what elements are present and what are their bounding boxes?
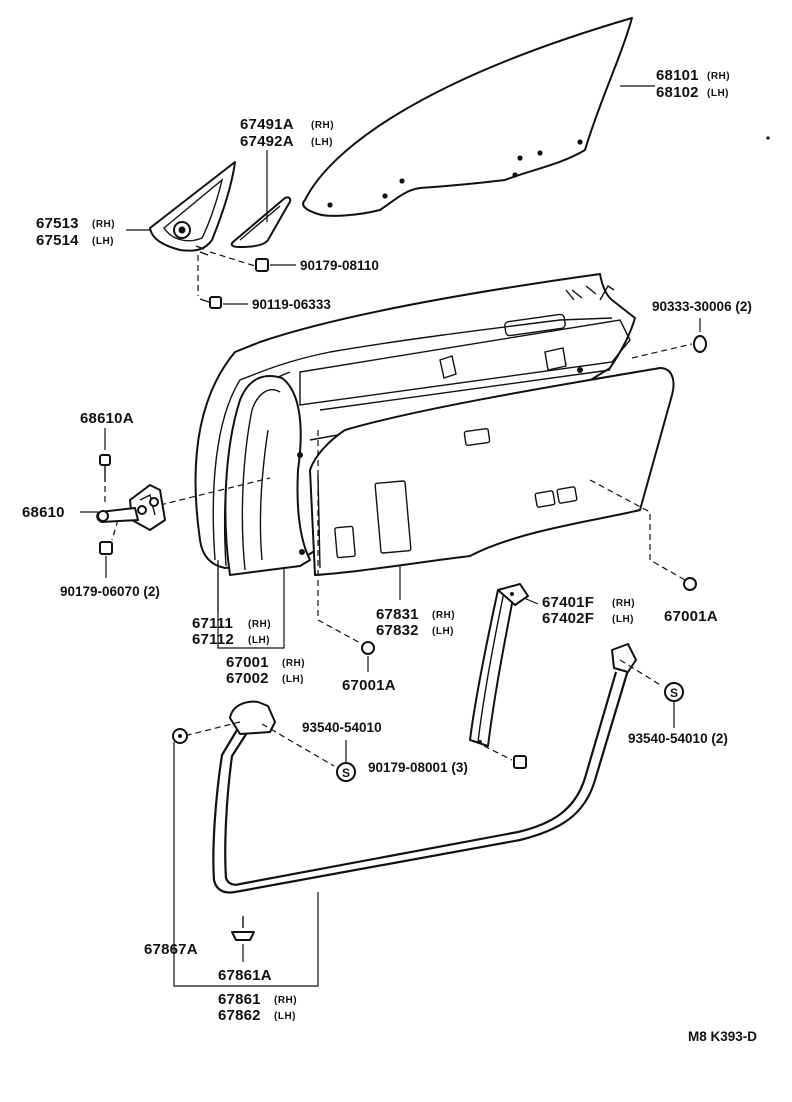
label-67861-side: (RH)	[274, 995, 297, 1006]
label-67002-side: (LH)	[282, 674, 304, 685]
label-67402f: 67402F	[542, 610, 594, 627]
label-67861: 67861	[218, 991, 261, 1008]
footer-code: M8 K393-D	[688, 1029, 757, 1044]
bolt-90179-08001	[483, 745, 527, 769]
label-67491a-side: (RH)	[311, 120, 334, 131]
retainer-67861a	[231, 916, 255, 941]
clip-67001a-left	[361, 641, 375, 655]
label-93540-54010-right: 93540-54010 (2)	[628, 731, 728, 746]
label-67401f-side: (RH)	[612, 598, 635, 609]
label-67001a-right: 67001A	[664, 608, 718, 625]
nut-90179-08110	[209, 251, 296, 272]
label-67513-side: (RH)	[92, 219, 115, 230]
clip-67867a	[172, 728, 188, 744]
nut-90179-06070	[99, 519, 119, 578]
seal-s-marker-left: S	[336, 762, 356, 782]
leader-hinge-door	[159, 477, 271, 506]
label-67401f: 67401F	[542, 594, 594, 611]
label-67111-side: (RH)	[248, 619, 271, 630]
label-67867a: 67867A	[144, 941, 198, 958]
label-67111: 67111	[192, 615, 233, 632]
bolt-90119-06333	[197, 255, 248, 309]
label-90179-08001: 90179-08001 (3)	[368, 760, 468, 775]
label-68610: 68610	[22, 504, 65, 521]
seal-s-label-left: S	[342, 766, 350, 780]
label-67832-side: (LH)	[432, 626, 454, 637]
label-67492a: 67492A	[240, 133, 294, 150]
leader-67001a-left	[317, 430, 363, 645]
label-67862: 67862	[218, 1007, 261, 1024]
label-67001a-left: 67001A	[342, 677, 396, 694]
label-67832: 67832	[376, 622, 419, 639]
label-68101: 68101	[656, 67, 699, 84]
glass-run-channel	[469, 583, 529, 747]
plug-90333	[693, 335, 707, 353]
label-67861a: 67861A	[218, 967, 272, 984]
seal-s-marker-right: S	[664, 682, 684, 702]
label-90119-06333: 90119-06333	[252, 297, 331, 312]
leader-67867a-clip	[187, 721, 241, 736]
label-67514-side: (LH)	[92, 236, 114, 247]
label-67831-side: (RH)	[432, 610, 455, 621]
label-67862-side: (LH)	[274, 1011, 296, 1022]
label-90333-30006: 90333-30006 (2)	[652, 299, 752, 314]
leader-67001a-right	[589, 479, 686, 581]
seal-s-label-right: S	[670, 686, 678, 700]
label-67112-side: (LH)	[248, 635, 270, 646]
door-weatherstrip	[212, 643, 637, 894]
label-90179-08110: 90179-08110	[300, 258, 379, 273]
label-68101-side: (RH)	[707, 71, 730, 82]
clip-67001a-right	[683, 577, 697, 591]
leader-67867a	[173, 742, 319, 987]
label-67002: 67002	[226, 670, 269, 687]
label-68610a: 68610A	[80, 410, 134, 427]
label-67513: 67513	[36, 215, 79, 232]
quarter-glass	[230, 196, 292, 248]
label-68102: 68102	[656, 84, 699, 101]
door-glass	[302, 17, 770, 217]
label-67492a-side: (LH)	[311, 137, 333, 148]
mirror-base	[149, 161, 236, 256]
leader-93540-left	[261, 723, 335, 767]
label-68102-side: (LH)	[707, 88, 729, 99]
leader-67001	[217, 560, 285, 649]
label-67001-side: (RH)	[282, 658, 305, 669]
leader-67401	[523, 597, 539, 605]
bolt-68610a	[99, 454, 111, 482]
leader-90333	[631, 343, 693, 359]
label-67831: 67831	[376, 606, 419, 623]
label-67112: 67112	[192, 631, 234, 648]
hinge-68610	[96, 484, 166, 531]
label-67491a: 67491A	[240, 116, 294, 133]
label-67514: 67514	[36, 232, 79, 249]
label-93540-54010-left: 93540-54010	[302, 720, 382, 735]
label-67402f-side: (LH)	[612, 614, 634, 625]
label-90179-06070: 90179-06070 (2)	[60, 584, 160, 599]
label-67001: 67001	[226, 654, 269, 671]
leader-93540-right	[619, 659, 663, 687]
